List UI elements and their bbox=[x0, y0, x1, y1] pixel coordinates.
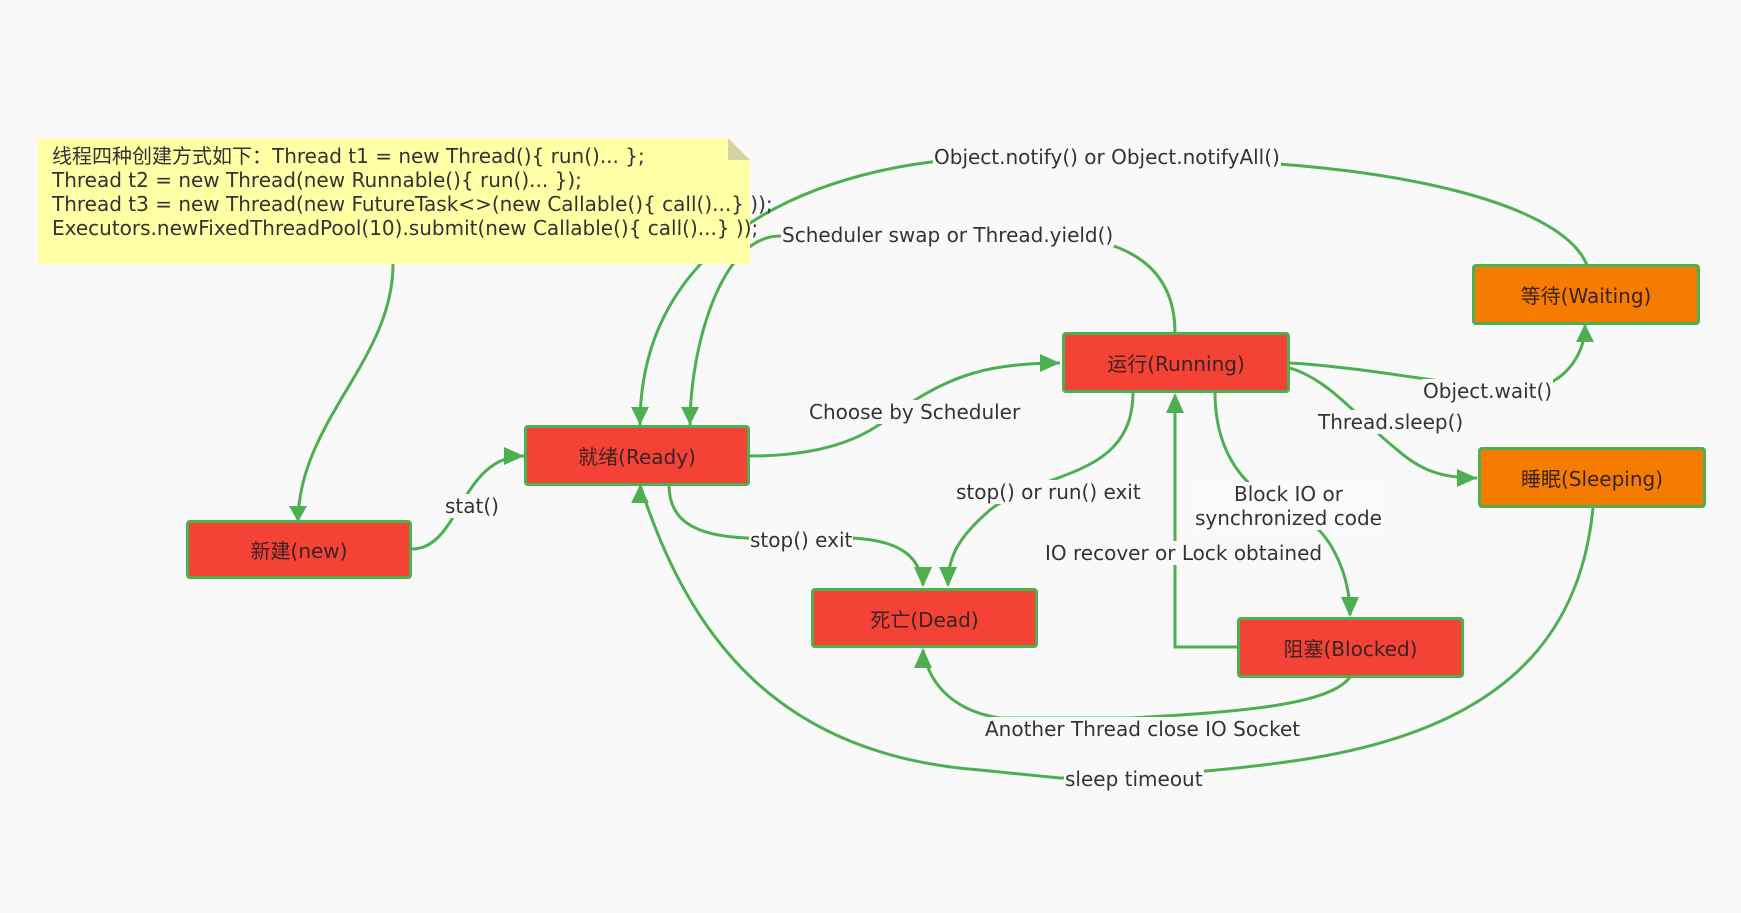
edge-note-to-new bbox=[296, 263, 395, 521]
node-waiting[interactable]: 等待(Waiting) bbox=[1472, 264, 1700, 325]
note-line: Executors.newFixedThreadPool(10).submit(… bbox=[52, 216, 759, 240]
note-line: Thread t2 = new Thread(new Runnable(){ r… bbox=[52, 168, 582, 192]
arrowhead-sleeping bbox=[1457, 469, 1477, 487]
label-choose: Choose by Scheduler bbox=[808, 400, 1022, 424]
node-waiting-label: 等待(Waiting) bbox=[1520, 284, 1652, 308]
node-ready-label: 就绪(Ready) bbox=[578, 445, 696, 469]
arrowhead-dead-from-running bbox=[939, 567, 957, 587]
label-wait: Object.wait() bbox=[1422, 379, 1554, 403]
node-running-label: 运行(Running) bbox=[1107, 352, 1245, 376]
node-new[interactable]: 新建(new) bbox=[186, 520, 412, 579]
arrowhead-ready-from-yield bbox=[681, 407, 699, 425]
node-sleeping[interactable]: 睡眠(Sleeping) bbox=[1478, 447, 1706, 508]
label-yield: Scheduler swap or Thread.yield() bbox=[781, 223, 1115, 247]
arrowhead-ready-from-new bbox=[504, 447, 524, 465]
label-block-io: Block IO or synchronized code bbox=[1194, 482, 1383, 530]
label-stop-exit: stop() exit bbox=[749, 528, 854, 552]
arrowhead-running-from-ready bbox=[1040, 354, 1060, 372]
note-fold-corner bbox=[728, 138, 750, 160]
edge-running-to-sleeping bbox=[1289, 366, 1478, 480]
note-line: 线程四种创建方式如下：Thread t1 = new Thread(){ run… bbox=[52, 144, 645, 168]
label-notify: Object.notify() or Object.notifyAll() bbox=[933, 145, 1281, 169]
node-ready[interactable]: 就绪(Ready) bbox=[524, 425, 750, 486]
arrowhead-ready-from-timeout bbox=[631, 485, 649, 503]
node-blocked[interactable]: 阻塞(Blocked) bbox=[1237, 617, 1464, 678]
node-dead[interactable]: 死亡(Dead) bbox=[811, 588, 1038, 648]
label-io-recover: IO recover or Lock obtained bbox=[1044, 541, 1324, 565]
node-blocked-label: 阻塞(Blocked) bbox=[1283, 637, 1418, 661]
arrowhead-waiting bbox=[1576, 324, 1594, 342]
arrowhead-dead-from-close bbox=[914, 648, 932, 668]
label-stop-run-exit: stop() or run() exit bbox=[955, 480, 1142, 504]
arrowhead-running-from-blocked bbox=[1166, 393, 1184, 413]
edge-blocked-to-dead bbox=[921, 649, 1352, 720]
label-sleep: Thread.sleep() bbox=[1317, 410, 1465, 434]
arrowhead-blocked bbox=[1341, 597, 1359, 617]
note-line: Thread t3 = new Thread(new FutureTask<>(… bbox=[52, 192, 773, 216]
edge-blocked-to-running bbox=[1173, 395, 1237, 649]
node-running[interactable]: 运行(Running) bbox=[1062, 332, 1290, 393]
creation-note: 线程四种创建方式如下：Thread t1 = new Thread(){ run… bbox=[38, 138, 773, 264]
arrowhead-new bbox=[289, 506, 307, 522]
label-sleep-timeout: sleep timeout bbox=[1064, 767, 1204, 791]
node-new-label: 新建(new) bbox=[250, 539, 348, 563]
node-dead-label: 死亡(Dead) bbox=[870, 607, 979, 632]
label-close-io: Another Thread close IO Socket bbox=[984, 717, 1302, 741]
arrowhead-ready-from-notify bbox=[631, 407, 649, 425]
arrowhead-dead-from-ready bbox=[914, 567, 932, 587]
arrowheads bbox=[289, 324, 1594, 668]
node-sleeping-label: 睡眠(Sleeping) bbox=[1520, 467, 1664, 491]
edge-running-to-ready-yield bbox=[688, 233, 1177, 426]
label-stat: stat() bbox=[444, 494, 500, 518]
